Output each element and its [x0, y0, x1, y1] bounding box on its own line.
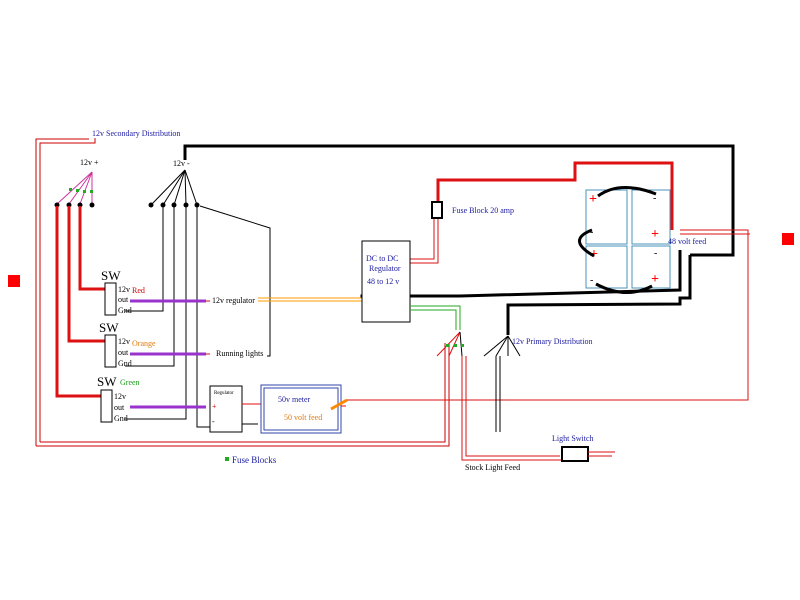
switch-output-purple-wires: [130, 299, 206, 409]
dc-regulator-line2: Regulator: [369, 264, 401, 273]
feed-50v-label: 50 volt feed: [284, 413, 322, 422]
orange-regulator-wire: [258, 297, 362, 302]
switch-orange-color-label: Orange: [132, 339, 156, 348]
switch-orange-pin-out: out: [118, 348, 129, 357]
plus-bus-fanout: [56, 171, 93, 205]
switch-green-color-label: Green: [120, 378, 140, 387]
black-primary-feed: [506, 255, 692, 335]
light-switch-label: Light Switch: [552, 434, 594, 443]
black-main-loop: [183, 144, 735, 257]
feed-50v-orange-wire: [330, 398, 348, 411]
switch-orange-title: SW: [99, 320, 119, 335]
fuse-legend-swatch: [225, 457, 229, 461]
left-red-marker: [8, 275, 20, 287]
plus-bus-terminals: [54, 202, 95, 208]
secondary-distribution-label: 12v Secondary Distribution: [92, 129, 180, 138]
switch-red-pin-out: out: [118, 295, 129, 304]
battery-pack: + - - + + - - +: [578, 186, 671, 294]
small-regulator-minus: -: [212, 417, 215, 426]
plus-bus-fuses: [69, 188, 93, 193]
fuse-blocks-legend-label: Fuse Blocks: [232, 455, 277, 465]
battery-cell-bottom-right: [631, 245, 671, 289]
meter-50v: 50v meter 50 volt feed: [260, 384, 342, 434]
stock-light-feed-label: Stock Light Feed: [465, 463, 520, 472]
minus-bus-terminals: [148, 202, 200, 208]
ground-wires: [125, 205, 271, 428]
meter-50v-label: 50v meter: [278, 395, 311, 404]
switch-orange-pin-gnd: Gnd: [118, 359, 132, 368]
small-regulator-plus: +: [212, 402, 217, 411]
battery-jumper-top: [597, 186, 657, 198]
battery-cell-top-right: [631, 189, 671, 245]
switch-orange: SW Orange 12v out Gnd: [99, 320, 156, 368]
primary-distribution-label: 12v Primary Distribution: [512, 337, 592, 346]
red-fuse-to-regulator: [410, 218, 439, 264]
battery-minus-tr: -: [653, 193, 656, 204]
battery-plus-tr: +: [651, 227, 659, 242]
v12-minus-label: 12v -: [173, 159, 190, 168]
minus-bus-fanout: [150, 169, 198, 206]
reg-12v-label: 12v regulator: [212, 296, 255, 305]
secondary-red-loop: [35, 138, 450, 447]
switch-red-color-label: Red: [132, 286, 145, 295]
dc-regulator-line1: DC to DC: [366, 254, 398, 263]
switch-green-pin-out: out: [114, 403, 125, 412]
green-primary-wire: [410, 305, 461, 330]
fuse-fan-small-fuses: [446, 344, 464, 347]
v12-plus-label: 12v +: [80, 158, 99, 167]
battery-minus-tl: -: [590, 227, 593, 238]
small-regulator: Regulator + -: [209, 385, 243, 433]
battery-plus-br: +: [651, 272, 659, 287]
switch-red-title: SW: [101, 268, 121, 283]
battery-cell-bottom-left: [585, 245, 628, 289]
switch-green: SW Green 12v out Gnd: [97, 374, 140, 423]
small-regulator-label: Regulator: [214, 391, 234, 396]
switch-green-pin-gnd: Gnd: [114, 414, 128, 423]
switch-red: SW Red 12v out Gnd: [101, 268, 145, 316]
light-switch: Light Switch: [552, 434, 615, 462]
running-lights-label: Running lights: [216, 349, 263, 358]
switch-red-pin-12v: 12v: [118, 285, 130, 294]
dc-regulator-line3: 48 to 12 v: [367, 277, 399, 286]
fuse-fan-small-drops: [461, 356, 566, 461]
battery-minus-br: -: [654, 248, 657, 259]
switch-orange-pin-12v: 12v: [118, 337, 130, 346]
dc-dc-regulator: DC to DC Regulator 48 to 12 v: [361, 240, 411, 323]
switch-output-thin-wires: [206, 300, 210, 355]
switch-12v-red-wires: [55, 206, 105, 398]
switch-green-title: SW: [97, 374, 117, 389]
primary-distribution-fan: [483, 335, 521, 432]
red-48v-feed-line: [346, 229, 750, 401]
feed-48v-label: 48 volt feed: [668, 237, 706, 246]
battery-plus-tl: +: [589, 192, 597, 207]
red-battery-feed: [436, 161, 674, 230]
switch-red-pin-gnd: Gnd: [118, 306, 132, 315]
battery-jumper-bottom: [595, 282, 653, 294]
fuse-block-20a-label: Fuse Block 20 amp: [452, 206, 514, 215]
battery-minus-bl: -: [590, 275, 593, 286]
battery-jumper-left: [578, 228, 595, 258]
switch-green-pin-12v: 12v: [114, 392, 126, 401]
fuse-block-20a: [431, 201, 443, 219]
right-red-marker: [782, 233, 794, 245]
